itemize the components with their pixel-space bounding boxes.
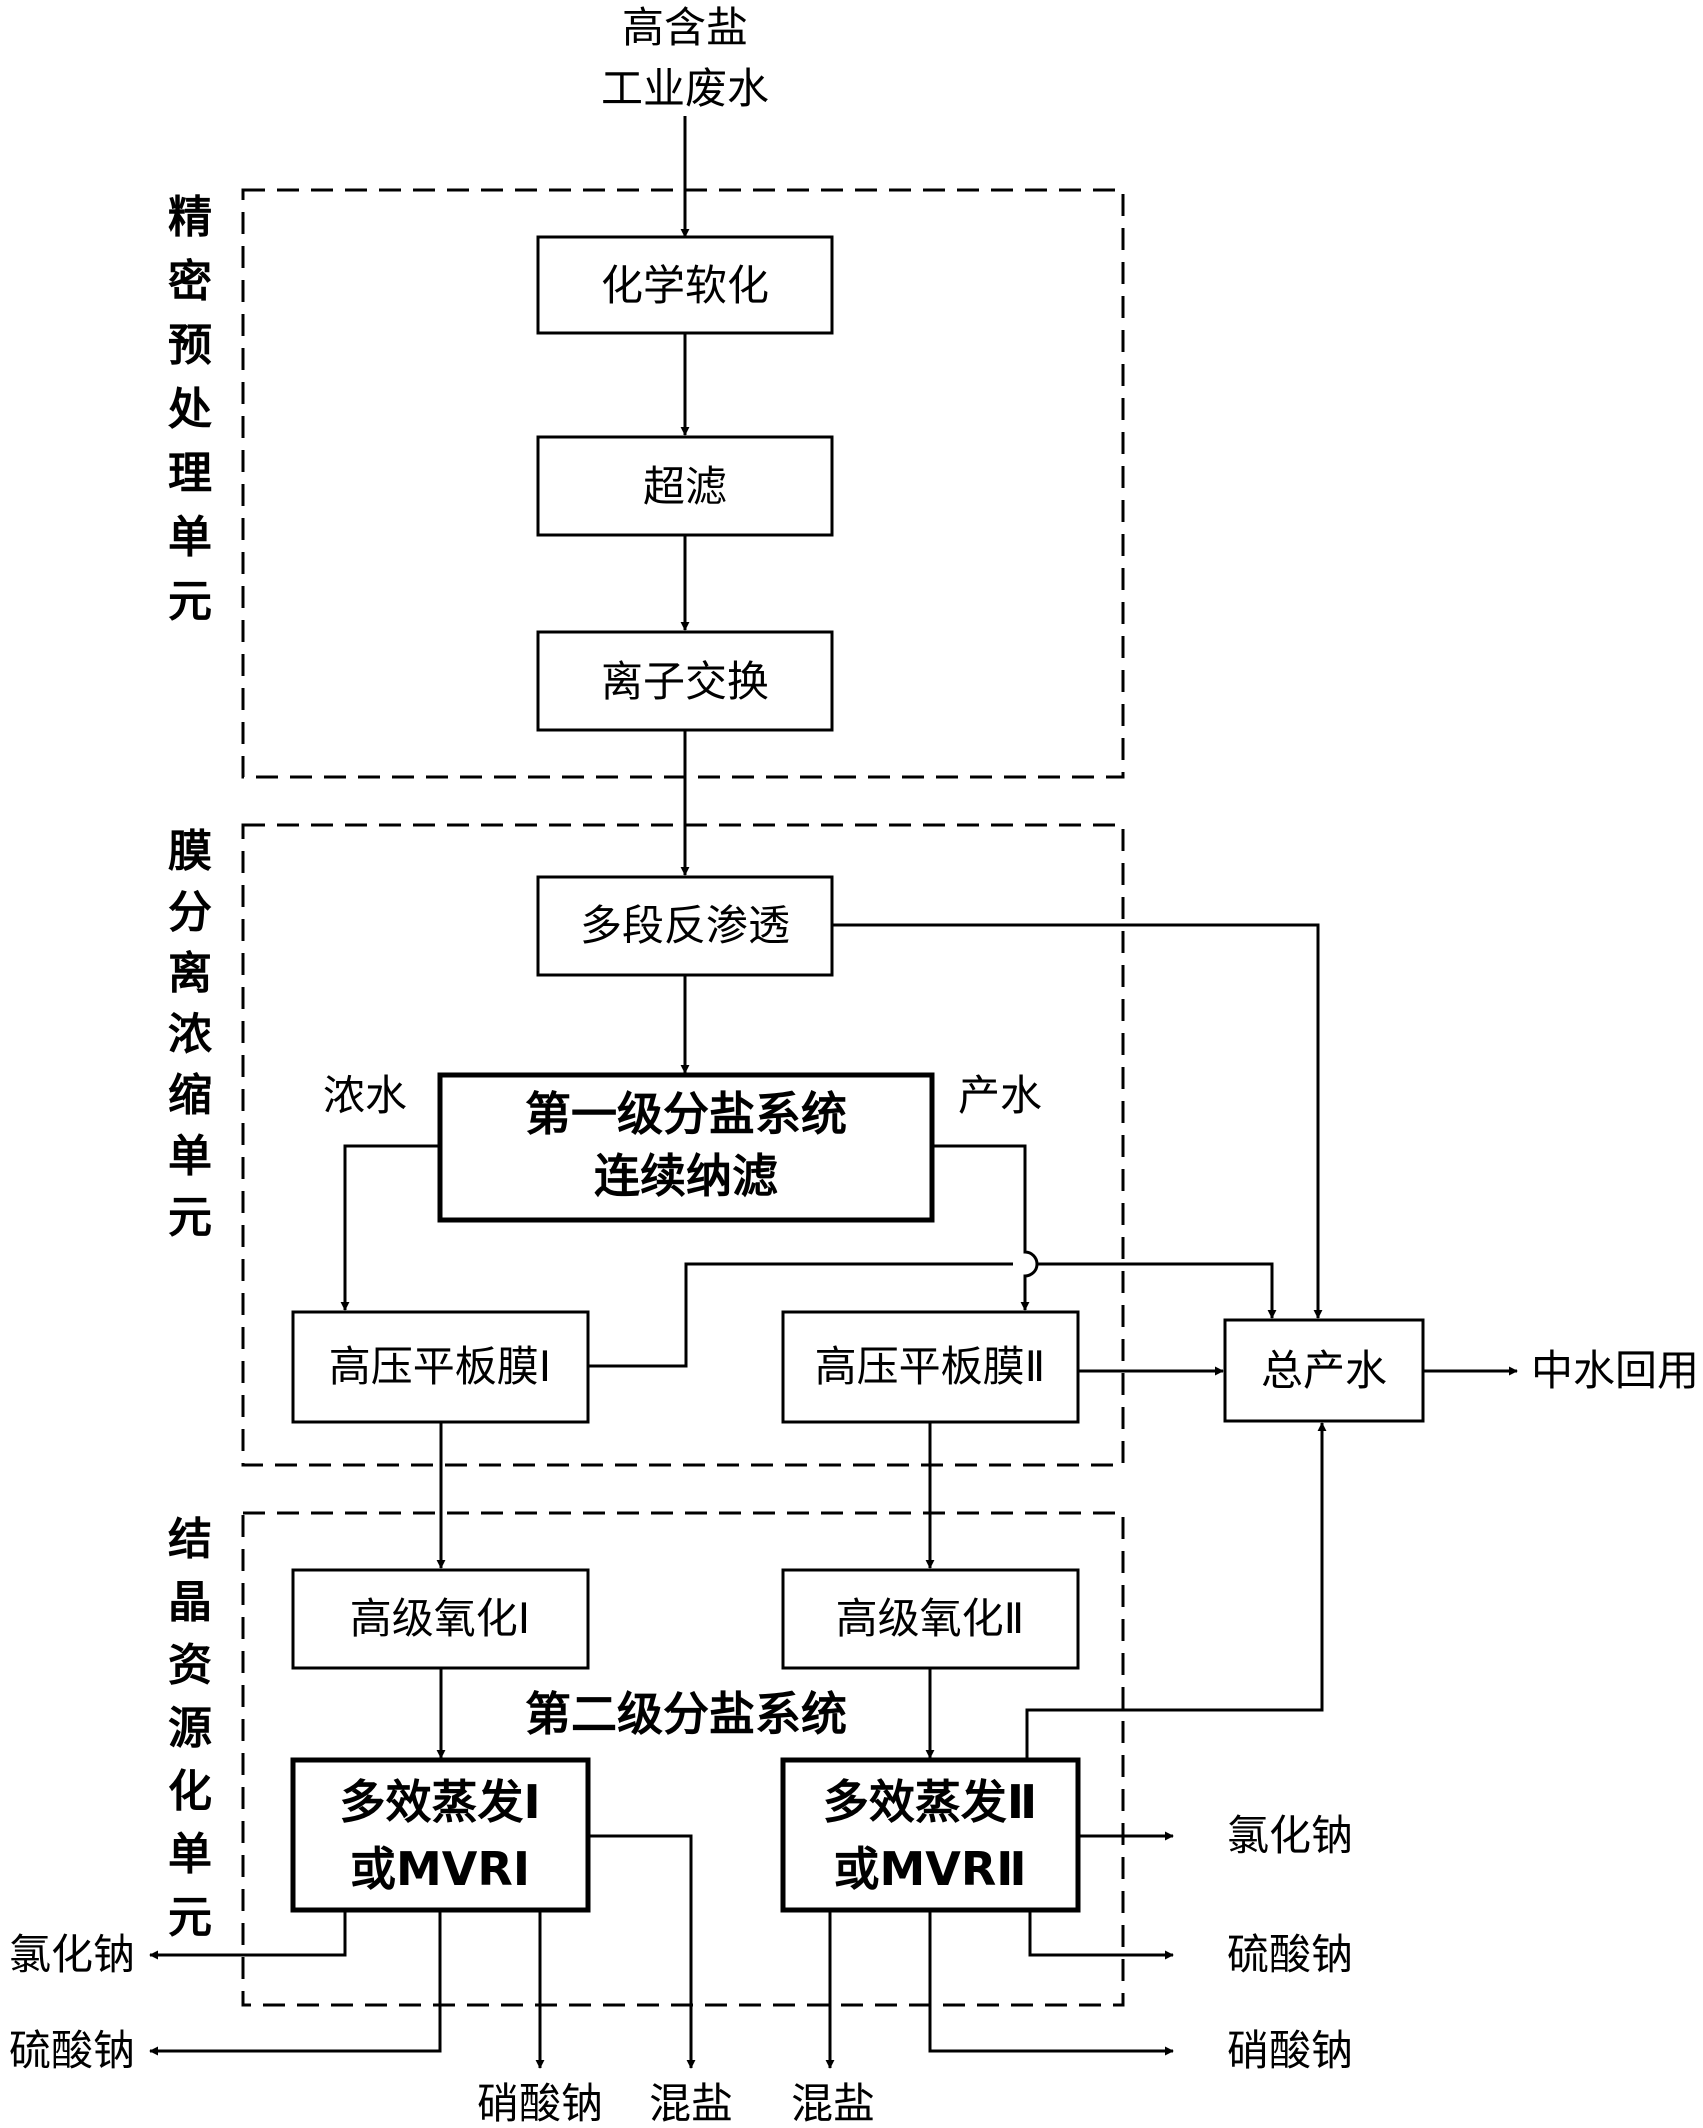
flow-hp1-permeate-to-total [588,1262,1013,1368]
left-na2so4-output: 硫酸钠 [9,2026,135,2075]
hp-membrane-2-box [781,1310,1080,1424]
flow-ro-permeate-to-total [832,923,1323,1319]
evaporator-1-box [290,1757,591,1913]
concentrate-label: 浓水 [323,1071,407,1120]
pretreatment-unit-frame [241,188,1125,779]
flow-permeate-to-hp2 [932,1144,1039,1311]
input-label-line-2: 工业废水 [601,64,769,113]
crystallization-unit-frame [241,1511,1125,2007]
flow-evap1-to-left-mixed [588,1834,696,2069]
flow-evap2-to-right-na2so4 [1028,1910,1174,1960]
permeate-label: 产水 [958,1071,1042,1120]
multistage-ro-label: 多段反渗透 [580,901,790,950]
first-stage-salt-separation-box [437,1072,935,1223]
hp-membrane-2-label: 高压平板膜Ⅱ [815,1342,1046,1391]
total-product-water-label: 总产水 [1261,1346,1387,1395]
ion-exchange-box [536,630,834,732]
adv-oxidation-2-label: 高级氧化Ⅱ [836,1594,1025,1643]
left-mixed-output: 混盐 [649,2079,733,2128]
flow-evap1-to-left-na2so4 [149,1910,442,2056]
ultrafiltration-label: 超滤 [643,462,727,511]
flow-concentrate-to-hp1 [340,1144,440,1311]
hp-membrane-1-box [291,1310,590,1424]
evaporator-2-box [780,1757,1081,1913]
evaporator-2-line-1: 多效蒸发Ⅱ [823,1775,1037,1829]
input-label-line-1: 高含盐 [622,3,748,52]
membrane-unit-title: 膜分离浓缩单元 [168,826,213,1243]
flow-lines [149,116,1518,2069]
chemical-softening-box [536,235,834,335]
pretreatment-unit-title: 精密预处理单元 [168,192,212,627]
right-nano3-output: 硝酸钠 [1227,2026,1353,2075]
total-product-water-box [1223,1318,1425,1423]
evaporator-1-line-2: 或MVRⅠ [350,1842,530,1896]
left-nano3-output: 硝酸钠 [477,2079,603,2128]
flow-hp1-permeate-to-total-b [1037,1262,1277,1319]
hp-membrane-1-label: 高压平板膜Ⅰ [329,1342,551,1391]
flow-evap2-condensate-to-total [1025,1422,1327,1760]
right-na2so4-output: 硫酸钠 [1227,1930,1353,1979]
flow-evap2-to-right-nano3 [928,1910,1174,2056]
flow-evap1-to-left-nacl [149,1910,347,1960]
ion-exchange-label: 离子交换 [601,657,769,706]
chemical-softening-label: 化学软化 [601,261,769,310]
ultrafiltration-box [536,435,834,537]
second-stage-label: 第二级分盐系统 [525,1687,847,1741]
membrane-unit-frame [241,823,1125,1467]
reuse-label: 中水回用 [1531,1346,1699,1395]
right-nacl-output: 氯化钠 [1227,1811,1353,1860]
adv-oxidation-2-box [781,1568,1080,1670]
right-mixed-output: 混盐 [791,2079,875,2128]
left-nacl-output: 氯化钠 [9,1930,135,1979]
first-stage-title: 第一级分盐系统 [525,1087,847,1141]
evaporator-2-line-2: 或MVRⅡ [833,1842,1026,1896]
adv-oxidation-1-box [291,1568,590,1670]
adv-oxidation-1-label: 高级氧化Ⅰ [350,1594,530,1643]
evaporator-1-line-1: 多效蒸发Ⅰ [339,1775,540,1829]
multistage-ro-box [536,875,834,977]
first-stage-subtitle: 连续纳滤 [594,1149,778,1203]
crystallization-unit-title: 结晶资源化单元 [168,1514,212,1943]
